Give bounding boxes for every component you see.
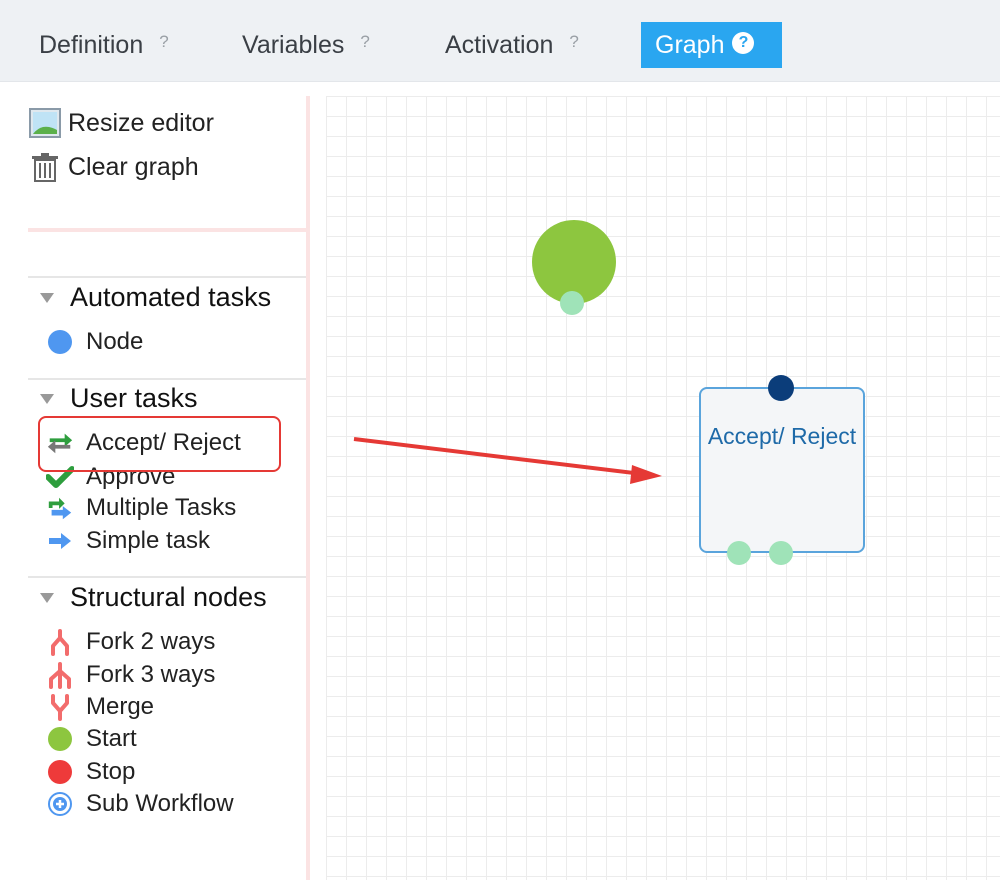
right-arrow-icon [46,527,74,555]
section-title: Structural nodes [70,582,267,612]
graph-canvas[interactable] [326,96,1000,880]
palette-item-multiple-tasks[interactable]: Multiple Tasks [46,494,236,522]
clear-graph-label: Clear graph [68,152,199,181]
palette-item-label: Simple task [86,527,211,554]
fork-3-icon [46,661,74,689]
resize-editor-button[interactable]: Resize editor [28,106,214,140]
divider [28,576,306,578]
annotation-highlight-box [38,416,281,472]
palette-item-fork-2[interactable]: Fork 2 ways [46,628,215,656]
help-icon[interactable]: ? [569,32,579,51]
clear-graph-button[interactable]: Clear graph [28,150,199,184]
start-node-output-port[interactable] [560,291,584,315]
tab-graph-label: Graph [655,30,725,59]
palette-item-label: Approve [86,463,176,490]
tab-definition[interactable]: Definition ? [39,22,169,68]
red-circle-icon [46,758,74,786]
tab-activation-label: Activation [445,30,554,59]
tab-definition-label: Definition [39,30,144,59]
resize-editor-label: Resize editor [68,108,214,137]
palette-item-label: Sub Workflow [86,790,234,817]
palette-item-label: Start [86,725,137,752]
collapse-triangle-icon [40,292,54,303]
swap-arrows-icon [46,429,74,457]
collapse-triangle-icon [40,592,54,603]
node-label: Accept/ Reject [707,423,857,449]
tab-activation[interactable]: Activation ? [445,22,579,68]
tab-variables[interactable]: Variables ? [242,22,370,68]
divider [28,276,306,278]
section-automated-tasks[interactable]: Automated tasks [40,282,271,313]
palette-item-start[interactable]: Start [46,725,137,753]
divider [28,378,306,380]
start-node[interactable] [532,220,616,304]
palette-item-node[interactable]: Node [46,328,143,356]
palette-item-label: Fork 3 ways [86,661,216,688]
section-title: Automated tasks [70,282,272,312]
section-user-tasks[interactable]: User tasks [40,383,198,414]
annotation-arrowhead [630,465,662,484]
plus-circle-icon [46,790,74,818]
help-icon[interactable]: ? [732,32,755,54]
blue-circle-icon [46,328,74,356]
divider [28,228,306,232]
accept-reject-node[interactable]: Accept/ Reject [699,387,865,553]
palette-item-approve[interactable]: Approve [46,463,175,491]
green-circle-icon [46,725,74,753]
palette-item-accept-reject[interactable]: Accept/ Reject [46,429,241,457]
sidebar-divider[interactable] [306,96,310,880]
merge-icon [46,693,74,721]
image-icon [28,106,62,140]
tab-bar: Definition ? Variables ? Activation ? Gr… [0,0,1000,82]
palette-item-label: Merge [86,693,155,720]
node-output-port-reject[interactable] [769,541,793,565]
palette-item-fork-3[interactable]: Fork 3 ways [46,661,215,689]
annotation-arrow [353,437,643,476]
tab-variables-label: Variables [242,30,345,59]
trash-icon [28,150,62,184]
fork-2-icon [46,628,74,656]
palette-item-simple-task[interactable]: Simple task [46,527,210,555]
node-output-port-accept[interactable] [727,541,751,565]
help-icon[interactable]: ? [159,32,169,51]
palette-item-label: Accept/ Reject [86,429,241,456]
tab-graph[interactable]: Graph ? [641,22,782,68]
palette-item-label: Stop [86,758,136,785]
palette-item-label: Multiple Tasks [86,494,237,521]
palette-item-sub-workflow[interactable]: Sub Workflow [46,790,234,818]
section-structural-nodes[interactable]: Structural nodes [40,582,267,613]
palette-item-label: Node [86,328,144,355]
palette-item-stop[interactable]: Stop [46,758,135,786]
node-input-port[interactable] [768,375,794,401]
section-title: User tasks [70,383,198,413]
palette-item-label: Fork 2 ways [86,628,216,655]
palette-sidebar [0,96,308,880]
help-icon[interactable]: ? [360,32,370,51]
multi-arrows-icon [46,494,74,522]
checkmark-icon [46,463,74,491]
palette-item-merge[interactable]: Merge [46,693,154,721]
collapse-triangle-icon [40,393,54,404]
